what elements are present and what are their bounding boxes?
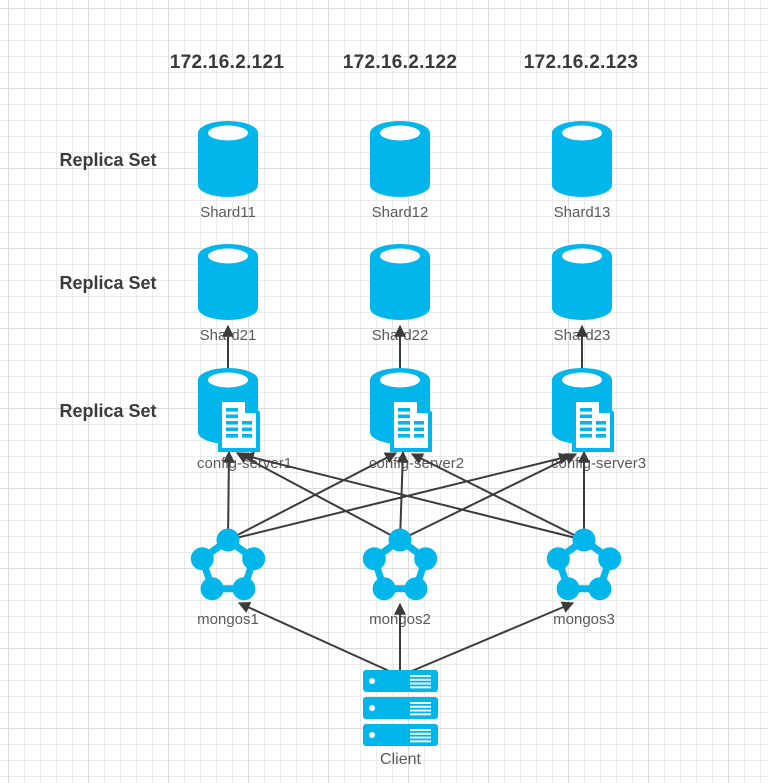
document-icon — [390, 398, 432, 452]
ip-label-2: 172.16.2.122 — [342, 52, 458, 73]
node-mongos3: mongos3 — [544, 527, 624, 628]
node-shard11: Shard11 — [197, 120, 259, 221]
node-label: Shard13 — [553, 204, 611, 221]
database-cylinder-icon — [552, 244, 612, 320]
node-label: Shard12 — [371, 204, 429, 221]
row-label-replica-set-1: Replica Set — [59, 150, 157, 170]
node-shard12: Shard12 — [369, 120, 431, 221]
pentagon-network-icon — [188, 527, 268, 607]
node-label: config-server1 — [197, 455, 293, 472]
node-shard21: Shard21 — [197, 243, 259, 344]
node-mongos2: mongos2 — [360, 527, 440, 628]
database-cylinder-icon — [198, 121, 258, 197]
row-label-replica-set-3: Replica Set — [59, 401, 157, 421]
node-label: config-server3 — [551, 455, 647, 472]
node-shard23: Shard23 — [551, 243, 613, 344]
node-label: config-server2 — [369, 455, 465, 472]
node-label: Shard23 — [553, 327, 611, 344]
ip-label-1: 172.16.2.121 — [169, 52, 285, 73]
node-shard13: Shard13 — [551, 120, 613, 221]
document-icon — [218, 398, 260, 452]
node-label: Shard21 — [199, 327, 257, 344]
database-cylinder-icon — [370, 244, 430, 320]
database-cylinder-icon — [552, 121, 612, 197]
node-label: mongos1 — [197, 611, 259, 628]
node-config-server2: config-server2 — [369, 367, 465, 472]
database-cylinder-icon — [198, 244, 258, 320]
node-label: mongos2 — [369, 611, 431, 628]
document-icon — [572, 398, 614, 452]
pentagon-network-icon — [360, 527, 440, 607]
node-config-server1: config-server1 — [197, 367, 293, 472]
database-cylinder-icon — [370, 121, 430, 197]
node-mongos1: mongos1 — [188, 527, 268, 628]
node-label: Client — [380, 751, 421, 768]
row-label-replica-set-2: Replica Set — [59, 273, 157, 293]
node-config-server3: config-server3 — [551, 367, 647, 472]
ip-label-3: 172.16.2.123 — [523, 52, 639, 73]
pentagon-network-icon — [544, 527, 624, 607]
node-label: mongos3 — [553, 611, 615, 628]
node-label: Shard11 — [200, 204, 256, 221]
node-client: Client — [363, 670, 438, 768]
node-shard22: Shard22 — [369, 243, 431, 344]
node-label: Shard22 — [371, 327, 429, 344]
server-stack-icon — [363, 670, 438, 746]
